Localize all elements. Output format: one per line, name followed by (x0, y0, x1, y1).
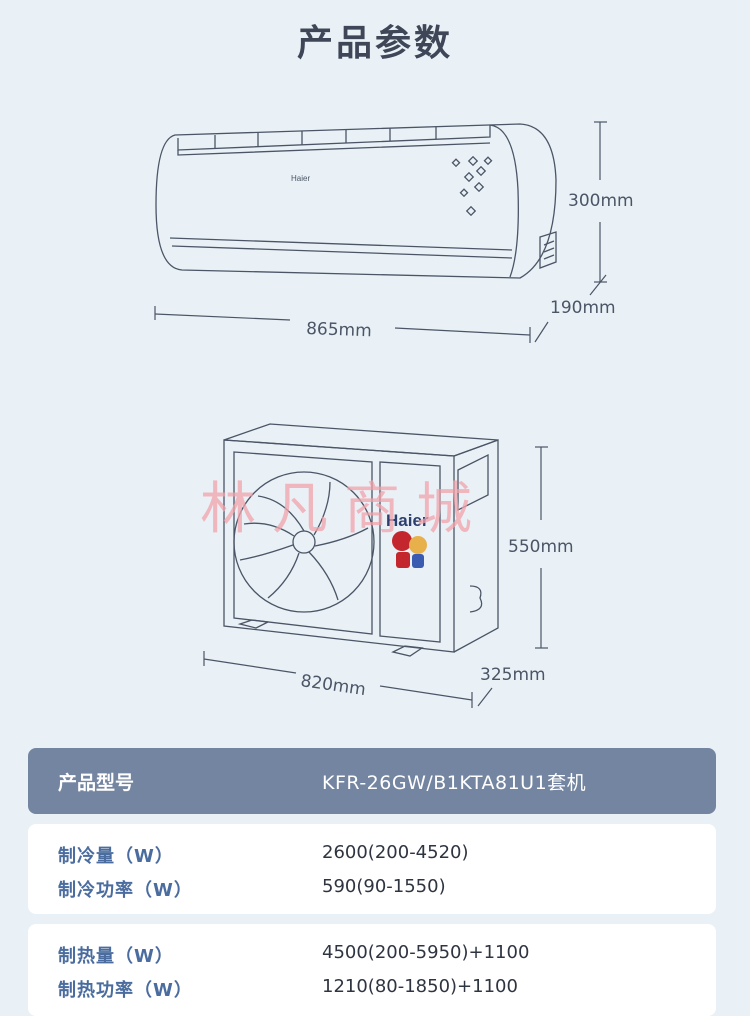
model-label: 产品型号 (58, 772, 135, 794)
spec-label: 制热功率（W） (58, 980, 193, 1001)
outdoor-height-label: 550mm (508, 537, 574, 557)
indoor-depth-label: 190mm (550, 298, 616, 318)
outdoor-dimension-lines (203, 446, 548, 708)
indoor-width-label: 865mm (306, 319, 372, 341)
page-title: 产品参数 (296, 23, 453, 64)
outdoor-depth-label: 325mm (480, 665, 546, 685)
spec-row: 制冷量（W） 2600(200-4520) (58, 842, 696, 872)
spec-value: 2600(200-4520) (322, 842, 469, 863)
spec-row: 制冷功率（W） 590(90-1550) (58, 876, 696, 906)
outdoor-brand-logo: Haier (386, 511, 429, 530)
spec-label: 制冷功率（W） (58, 880, 193, 901)
heating-spec-card: 制热量（W） 4500(200-5950)+1100 制热功率（W） 1210(… (28, 924, 716, 1016)
mascot-image (392, 531, 427, 568)
spec-label: 制热量（W） (58, 946, 174, 967)
spec-value: 4500(200-5950)+1100 (322, 942, 530, 963)
indoor-unit-drawing (155, 123, 557, 279)
spec-header-row: 产品型号 KFR-26GW/B1KTA81U1套机 (28, 748, 716, 814)
spec-label: 制冷量（W） (58, 846, 174, 867)
spec-row: 制热量（W） 4500(200-5950)+1100 (58, 942, 696, 972)
indoor-brand-logo: Haier (291, 174, 310, 183)
product-dimension-diagram: Haier 300mm 190mm 865mm (154, 121, 634, 708)
outdoor-width-label: 820mm (299, 671, 367, 700)
indoor-dimension-lines (154, 121, 607, 343)
watermark: 林凡商城 (200, 477, 488, 542)
spec-value: 1210(80-1850)+1100 (322, 976, 518, 997)
spec-value: 590(90-1550) (322, 876, 446, 897)
cooling-spec-card: 制冷量（W） 2600(200-4520) 制冷功率（W） 590(90-155… (28, 824, 716, 914)
model-value: KFR-26GW/B1KTA81U1套机 (322, 772, 587, 794)
indoor-height-label: 300mm (568, 191, 634, 211)
outdoor-unit-drawing (223, 423, 499, 657)
spec-row: 制热功率（W） 1210(80-1850)+1100 (58, 976, 696, 1006)
